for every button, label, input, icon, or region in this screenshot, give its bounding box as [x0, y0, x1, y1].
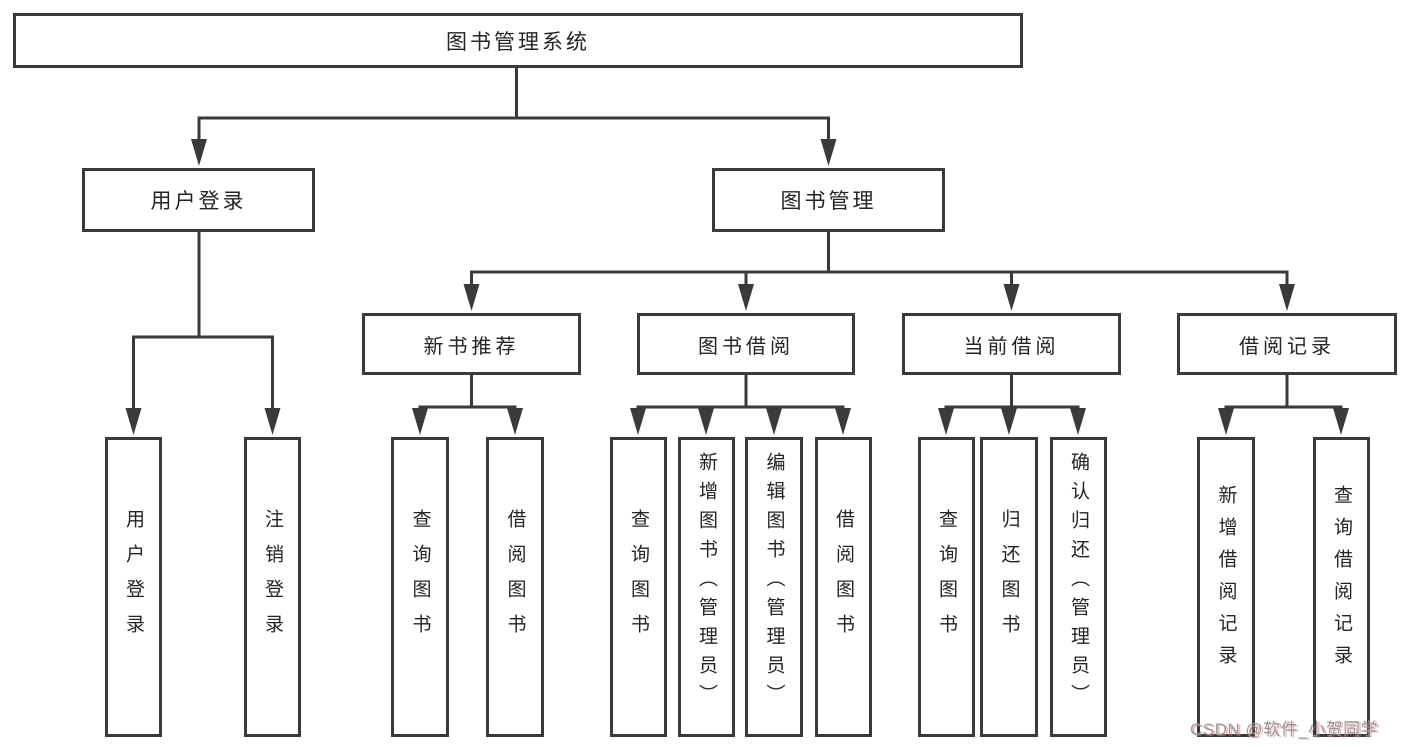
- node-label: 新增借阅记录: [1215, 485, 1237, 677]
- node-label: 当前借阅: [963, 335, 1060, 358]
- arrowhead: [835, 408, 851, 435]
- arrowhead: [630, 408, 646, 435]
- connector-user-login-to-leaves: [125, 232, 281, 435]
- arrowhead: [698, 408, 714, 435]
- node-label: 查询图书: [628, 509, 649, 649]
- arrowhead: [938, 408, 954, 435]
- arrowhead: [191, 139, 207, 166]
- arrowhead: [766, 408, 782, 435]
- node-leaf-edit-books-admin: 编辑图书（管理员）: [745, 437, 803, 737]
- node-leaf-query-books-1: 查询图书: [391, 437, 449, 737]
- node-label: 图书管理系统: [446, 30, 590, 54]
- node-leaf-borrow-books-2: 借阅图书: [815, 437, 872, 737]
- connector-book-borrow-to-leaves: [630, 375, 851, 435]
- node-book-borrowing: 图书借阅: [637, 313, 855, 375]
- arrowhead: [463, 284, 480, 311]
- node-library-management-system: 图书管理系统: [13, 13, 1023, 68]
- arrowhead: [1218, 408, 1234, 435]
- arrowhead: [507, 408, 523, 435]
- node-label: 用户登录: [150, 190, 247, 213]
- node-label: 借阅记录: [1239, 335, 1335, 358]
- csdn-watermark: CSDN @软件_小贺同学: [1190, 720, 1379, 739]
- node-leaf-query-borrow-record: 查询借阅记录: [1313, 437, 1370, 737]
- node-leaf-query-books-2: 查询图书: [610, 437, 667, 737]
- node-label: 新增图书（管理员）: [696, 451, 717, 713]
- node-label: 查询图书: [409, 509, 431, 649]
- connector-new-book-to-leaves: [412, 375, 523, 435]
- arrowhead: [412, 408, 428, 435]
- node-label: 查询图书: [936, 509, 957, 649]
- node-current-borrowing: 当前借阅: [902, 313, 1121, 375]
- connector-borrow-record-to-leaves: [1218, 375, 1349, 435]
- connector-root-to-branches: [191, 68, 837, 166]
- arrowhead: [264, 408, 281, 435]
- arrowhead: [738, 284, 754, 311]
- arrowhead: [125, 408, 142, 435]
- node-label: 确认归还（管理员）: [1068, 451, 1089, 713]
- arrowhead: [1279, 284, 1295, 311]
- node-leaf-confirm-return-admin: 确认归还（管理员）: [1050, 437, 1107, 737]
- node-leaf-add-books-admin: 新增图书（管理员）: [678, 437, 735, 737]
- node-borrowing-records: 借阅记录: [1177, 313, 1397, 375]
- node-label: 新书推荐: [423, 335, 520, 358]
- node-leaf-query-books-3: 查询图书: [918, 437, 975, 737]
- node-label: 查询借阅记录: [1331, 485, 1352, 677]
- node-label: 注销登录: [262, 509, 283, 649]
- connector-current-borrow-to-leaves: [938, 375, 1086, 435]
- node-leaf-logout: 注销登录: [244, 437, 301, 737]
- node-label: 图书借阅: [698, 335, 794, 358]
- node-label: 图书管理: [780, 190, 877, 213]
- node-label: 归还图书: [998, 509, 1020, 649]
- arrowhead: [1333, 408, 1349, 435]
- node-label: 用户登录: [123, 509, 144, 649]
- connector-book-mgmt-to-mids: [463, 232, 1295, 311]
- node-user-login-branch: 用户登录: [82, 168, 315, 232]
- node-new-book-recommend: 新书推荐: [362, 313, 581, 375]
- arrowhead: [1003, 284, 1020, 311]
- node-label: 编辑图书（管理员）: [763, 451, 785, 713]
- arrowhead: [1001, 408, 1017, 435]
- node-label: 借阅图书: [833, 509, 854, 649]
- node-leaf-add-borrow-record: 新增借阅记录: [1197, 437, 1255, 737]
- arrowhead: [1070, 408, 1086, 435]
- node-leaf-borrow-books-1: 借阅图书: [486, 437, 544, 737]
- node-label: 借阅图书: [504, 509, 526, 649]
- node-leaf-user-login: 用户登录: [105, 437, 162, 737]
- node-book-management-branch: 图书管理: [712, 168, 945, 232]
- node-leaf-return-books: 归还图书: [980, 437, 1038, 737]
- arrowhead: [820, 139, 837, 166]
